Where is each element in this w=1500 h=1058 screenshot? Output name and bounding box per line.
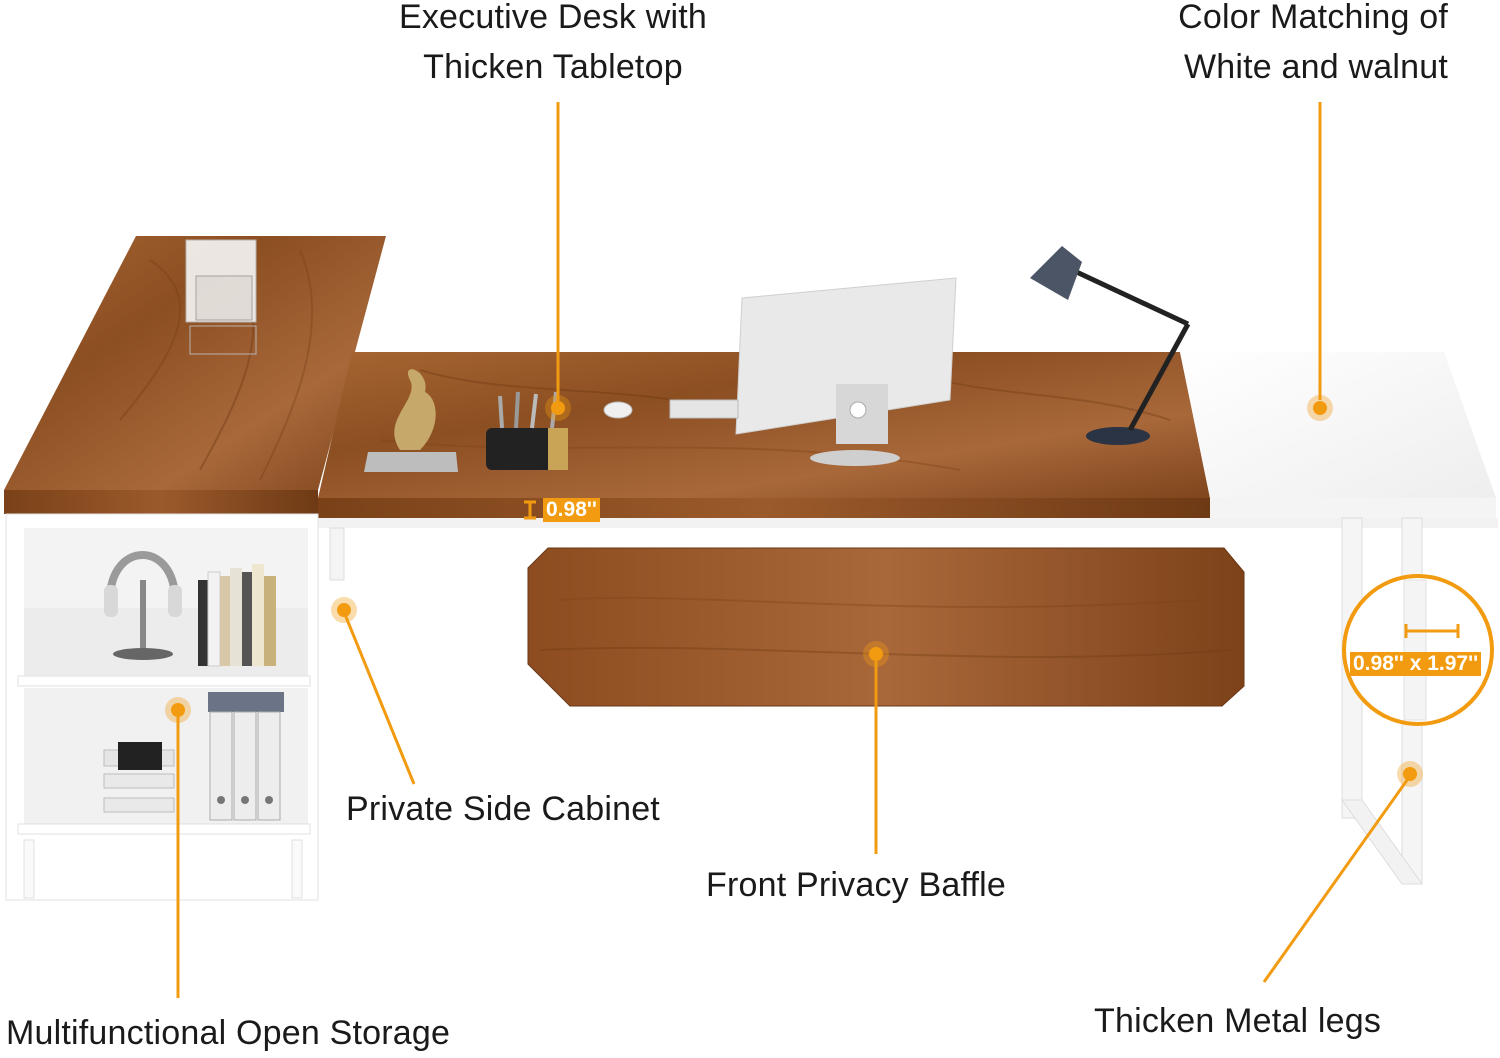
label-executive-desk-line2: Thicken Tabletop	[423, 48, 683, 86]
thickness-marker-icon	[524, 500, 536, 520]
leg-detail-magnifier	[1342, 574, 1494, 726]
label-metal-legs: Thicken Metal legs	[1094, 1002, 1382, 1040]
leader-lines	[176, 102, 1412, 998]
label-color-matching-line1: Color Matching of	[1178, 0, 1448, 36]
hotspots	[165, 395, 1423, 787]
side-cabinet	[5, 513, 319, 901]
desk-frame	[318, 518, 1498, 528]
label-front-privacy-baffle: Front Privacy Baffle	[706, 866, 1007, 904]
privacy-baffle	[527, 547, 1245, 707]
monitor	[735, 277, 957, 466]
return-tabletop	[4, 236, 386, 514]
leg-size-badge: 0.98'' x 1.97''	[1350, 652, 1482, 676]
cabinet-leg	[329, 527, 345, 581]
label-private-side-cabinet: Private Side Cabinet	[346, 790, 660, 828]
label-color-matching: Color Matching of White and walnut	[1080, 0, 1448, 92]
mouse	[603, 401, 633, 419]
label-open-storage: Multifunctional Open Storage	[6, 1014, 451, 1052]
label-color-matching-line2: White and walnut	[1183, 48, 1448, 86]
desk-lamp	[1030, 246, 1191, 445]
label-executive-desk-line1: Executive Desk with	[398, 0, 708, 36]
file-organizer	[185, 239, 257, 355]
tabletop-thickness-badge: 0.98''	[543, 498, 600, 522]
sculpture	[364, 369, 458, 472]
label-executive-desk: Executive Desk with Thicken Tabletop	[356, 0, 750, 92]
white-tabletop	[1180, 352, 1496, 518]
keyboard	[669, 399, 739, 419]
